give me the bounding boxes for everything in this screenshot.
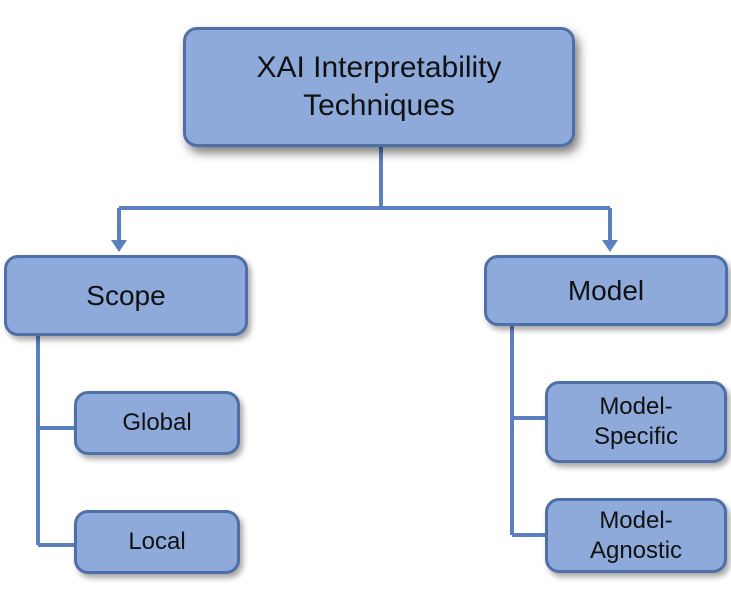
root-label-line2: Techniques	[303, 89, 455, 122]
model-node: Model	[484, 255, 728, 326]
root-label-line1: XAI Interpretability	[256, 51, 502, 84]
model-label: Model	[567, 274, 645, 306]
scope-node: Scope	[4, 255, 248, 336]
model-agnostic-label-line2: Agnostic	[589, 536, 683, 564]
local-node: Local	[74, 510, 240, 574]
model-specific-node: Model- Specific	[545, 381, 727, 463]
model-arrowhead-icon	[602, 240, 618, 252]
local-label: Local	[128, 528, 186, 555]
model-agnostic-node: Model- Agnostic	[545, 498, 727, 573]
model-specific-label-line1: Model-	[599, 393, 673, 420]
model-specific-label-line2: Specific	[593, 423, 679, 450]
root-node: XAI Interpretability Techniques	[183, 27, 575, 147]
scope-arrowhead-icon	[111, 240, 127, 252]
global-node: Global	[74, 391, 240, 455]
global-label: Global	[122, 409, 192, 436]
model-agnostic-label-line1: Model-	[599, 506, 673, 534]
scope-label: Scope	[86, 279, 166, 311]
